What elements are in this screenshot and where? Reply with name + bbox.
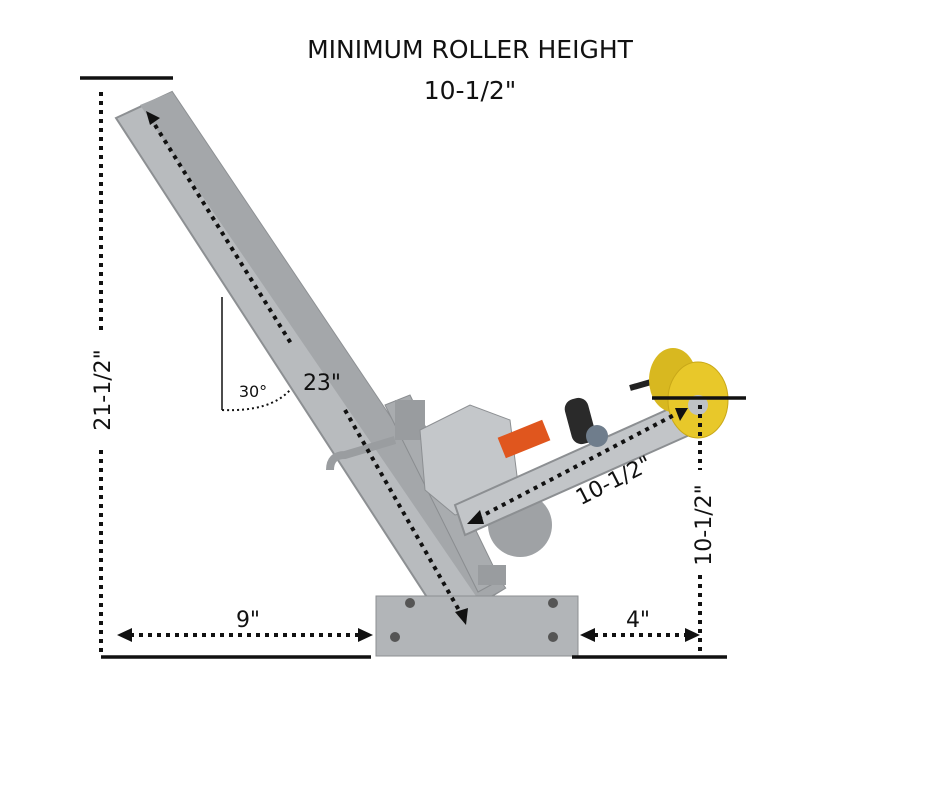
arm-length-dim-line <box>477 412 677 520</box>
angle-label: 30° <box>239 382 267 401</box>
u-bolt <box>326 436 397 471</box>
roller-overhang-label: 4" <box>626 608 650 633</box>
angle-arc <box>221 389 291 412</box>
product-image <box>114 90 729 657</box>
title-line-1: MINIMUM ROLLER HEIGHT <box>307 35 634 64</box>
post-length-dim-line <box>153 123 294 347</box>
post-offset-label: 9" <box>236 608 260 633</box>
title-line-2: 10-1/2" <box>424 76 517 105</box>
overall-height-label: 21-1/2" <box>91 349 116 430</box>
warning-label <box>497 419 551 459</box>
post-length-label: 23" <box>303 371 341 396</box>
roller-height-label: 10-1/2" <box>692 484 717 565</box>
